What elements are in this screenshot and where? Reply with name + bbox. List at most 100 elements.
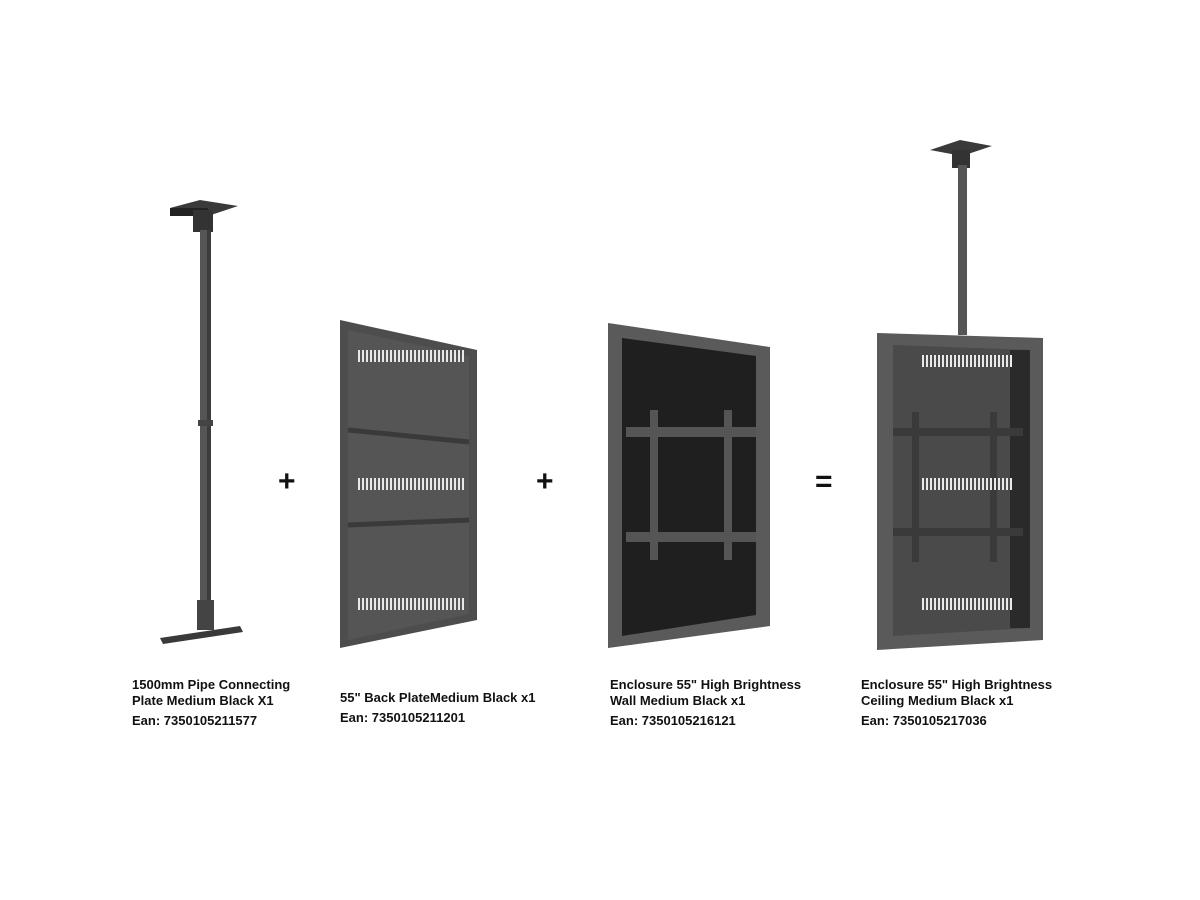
product-caption: Enclosure 55" High Brightness Wall Mediu… [610,677,801,729]
vent-slot [362,350,364,362]
vent-slot [438,350,440,362]
vent-slot [374,350,376,362]
vent-slot [430,478,432,490]
vent-slot [386,598,388,610]
vent-slot [462,350,464,362]
vent-slot [370,598,372,610]
vent-slot [422,350,424,362]
vent-slot [370,478,372,490]
vent-slot [934,355,936,367]
vent-slot [382,350,384,362]
vent-slot [1006,478,1008,490]
vent-slot [1010,478,1012,490]
vent-slot [406,598,408,610]
vent-slot [938,355,940,367]
vent-slot [454,478,456,490]
vent-slot [942,598,944,610]
vent-slot [978,598,980,610]
vent-slot [954,355,956,367]
vent-slot [978,478,980,490]
vent-slot [422,478,424,490]
vent-slot [454,350,456,362]
vent-slot [358,598,360,610]
vent-slot [982,598,984,610]
vent-slot [998,355,1000,367]
product-name-line2: Plate Medium Black X1 [132,693,274,708]
vent-slot [370,350,372,362]
back-plate-image [340,320,477,648]
vent-slot [990,355,992,367]
wall-enclosure-image [608,323,770,648]
vent-slot [998,478,1000,490]
vent-slot [390,598,392,610]
vent-slot [930,478,932,490]
vent-slot [986,598,988,610]
plus-operator: + [536,465,554,498]
vent-slot [938,598,940,610]
vent-slot [378,350,380,362]
vent-slot [974,355,976,367]
pipe-connecting-plate-image [160,200,243,644]
vent-slot [970,478,972,490]
vent-slot [378,478,380,490]
product-ean: Ean: 7350105217036 [861,713,987,728]
vent-slot [362,478,364,490]
vent-slot [462,598,464,610]
vent-slot [422,598,424,610]
vent-slot [358,478,360,490]
vent-slot [366,598,368,610]
vent-slot [358,350,360,362]
vent-slot [458,478,460,490]
vent-slot [978,355,980,367]
vent-slot [402,350,404,362]
vent-slot [970,355,972,367]
vent-slot [954,598,956,610]
vent-slot [1002,478,1004,490]
product-caption: 55" Back PlateMedium Black x1 Ean: 73501… [340,690,535,726]
vent-slot [934,598,936,610]
vent-slot [414,598,416,610]
product-ean: Ean: 7350105216121 [610,713,736,728]
vent-slot [958,355,960,367]
vent-slot [410,598,412,610]
vent-slot [394,350,396,362]
product-name-line1: Enclosure 55" High Brightness [610,677,802,692]
vent-slot [398,598,400,610]
vent-slot [410,478,412,490]
product-name-line2: Ceiling Medium Black x1 [861,693,1014,708]
vent-slot [426,598,428,610]
vent-slot [386,350,388,362]
vent-slot [926,478,928,490]
vent-slot [922,355,924,367]
vent-slot [390,478,392,490]
vent-slot [418,598,420,610]
vent-slot [398,350,400,362]
vent-slot [998,598,1000,610]
vent-slot [394,478,396,490]
vent-slot [414,478,416,490]
product-name-line1: Enclosure 55" High Brightness [861,677,1053,692]
plus-operator: + [278,465,296,498]
vent-slot [926,598,928,610]
vent-slot [430,350,432,362]
equals-operator: = [815,465,833,498]
vent-slot [450,598,452,610]
vent-slot [982,478,984,490]
vent-slot [974,478,976,490]
vent-slot [1006,598,1008,610]
vent-slot [1002,355,1004,367]
vent-slot [390,350,392,362]
vent-slot [1002,598,1004,610]
vent-slot [366,350,368,362]
vent-slot [458,598,460,610]
vent-slot [446,598,448,610]
vent-slot [446,478,448,490]
vent-slot [434,598,436,610]
vent-slot [374,598,376,610]
vent-slot [946,598,948,610]
product-name-line1: 55" Back PlateMedium Black x1 [340,690,536,705]
vent-slot [434,478,436,490]
vent-slot [982,355,984,367]
vent-slot [958,598,960,610]
